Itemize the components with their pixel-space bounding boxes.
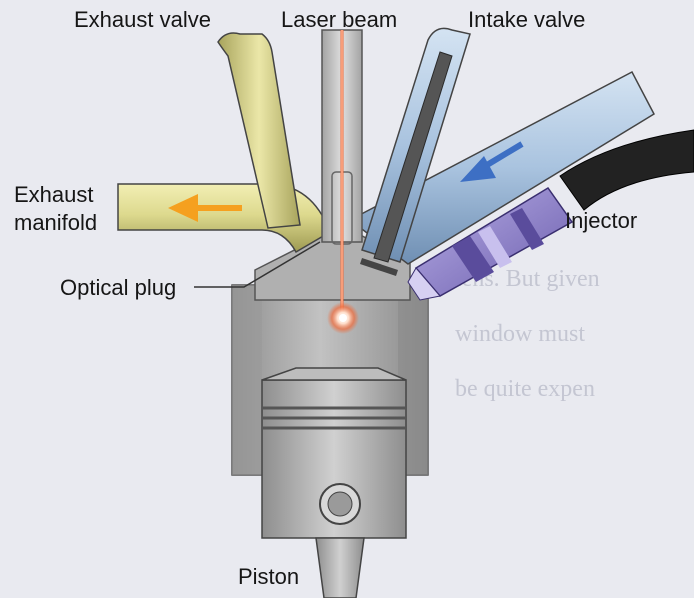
background-page-text: be quite expen — [455, 376, 595, 402]
label-injector: Injector — [565, 208, 638, 233]
intake-valve-stem — [373, 51, 453, 263]
intake-valve-head — [360, 258, 398, 276]
optical-plug-leader — [194, 241, 321, 288]
exhaust-valve-pipe — [217, 32, 301, 229]
fuel-injector — [407, 186, 574, 301]
label-laser-beam: Laser beam — [281, 7, 398, 32]
label-exhaust-manifold-line2: manifold — [14, 210, 98, 235]
label-piston: Piston — [238, 564, 300, 589]
connecting-rod — [315, 537, 365, 598]
arrow-down-left-icon — [460, 141, 524, 182]
label-exhaust-valve: Exhaust valve — [74, 7, 211, 32]
label-exhaust-manifold-line1: Exhaust — [14, 182, 94, 207]
background-page-text: window must — [455, 321, 586, 347]
label-intake-valve: Intake valve — [468, 7, 586, 32]
arrow-left-icon — [168, 194, 242, 222]
fuel-hose — [559, 129, 694, 211]
label-optical-plug: Optical plug — [60, 275, 177, 300]
